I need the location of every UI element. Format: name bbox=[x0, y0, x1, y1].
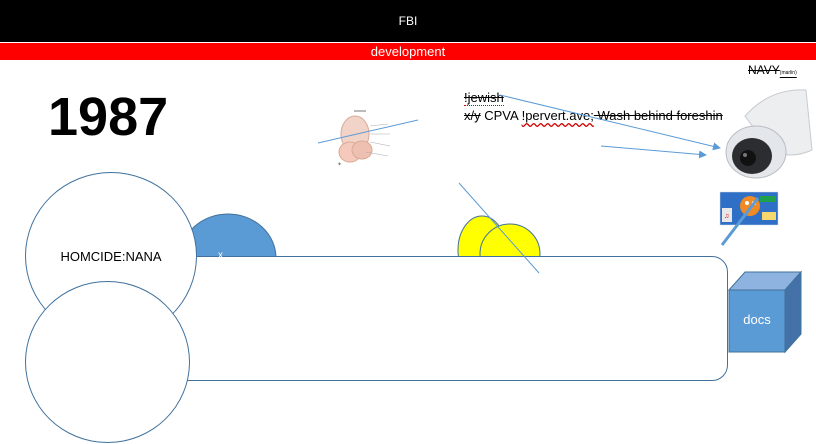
note-line-2: x/y CPVA !pervert.ave; Wash behind fores… bbox=[464, 107, 723, 125]
arrow-top-line bbox=[499, 94, 721, 151]
anatomy-diagram-image: ✦ bbox=[330, 106, 400, 168]
arrow-bottom-line bbox=[600, 145, 707, 159]
note-jewish: !jewish bbox=[464, 90, 504, 106]
circle-homicide-label: HOMCIDE:NANA bbox=[60, 249, 162, 264]
docs-label: docs bbox=[743, 312, 771, 327]
page-title: FBI bbox=[398, 14, 418, 28]
anatomy-strike-line bbox=[317, 119, 419, 144]
note-line-1: !jewish bbox=[464, 89, 723, 107]
docs-cube-shape bbox=[727, 270, 803, 354]
svg-text:♫: ♫ bbox=[724, 213, 729, 220]
year-heading: 1987 bbox=[48, 87, 169, 147]
note-wash: Wash behind foreshin bbox=[593, 108, 723, 123]
navy-text: NAVY bbox=[748, 63, 780, 77]
notes-block: !jewish x/y CPVA !pervert.ave; Wash behi… bbox=[464, 89, 723, 125]
note-cpva: CPVA bbox=[480, 108, 522, 123]
navy-label: NAVY(marlin) bbox=[748, 63, 797, 77]
svg-text:✦: ✦ bbox=[337, 161, 342, 168]
cartoon-strike-line bbox=[720, 197, 760, 246]
title-bar: FBI bbox=[0, 0, 816, 42]
note-pervert: !pervert.ave; bbox=[521, 108, 594, 123]
page-subtitle: development bbox=[370, 44, 446, 59]
yellow-strike-line bbox=[458, 182, 540, 274]
security-camera-image bbox=[725, 89, 813, 179]
circle-bottom bbox=[25, 281, 190, 443]
navy-small-text: (marlin) bbox=[779, 70, 797, 76]
main-rounded-box bbox=[120, 256, 728, 381]
subtitle-bar: development bbox=[0, 43, 816, 60]
note-xy: x/y bbox=[464, 108, 481, 123]
blue-semicircle-label: x bbox=[218, 250, 223, 261]
